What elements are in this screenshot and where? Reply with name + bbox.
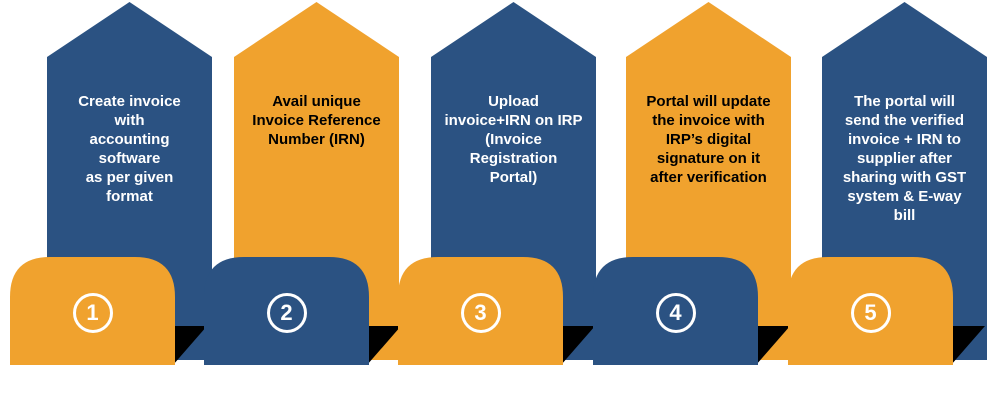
- step-1-number-badge: 1: [72, 293, 113, 333]
- step-4-shadow: [756, 326, 790, 365]
- step-4-number-badge: 4: [655, 293, 696, 333]
- step-3-text: Upload invoice+IRN on IRP (Invoice Regis…: [444, 93, 583, 186]
- step-2-text: Avail unique Invoice Reference Number (I…: [252, 93, 381, 148]
- step-1-shadow: [173, 326, 207, 365]
- step-4-text: Portal will update the invoice with IRP’…: [646, 93, 771, 186]
- step-3-shadow: [561, 326, 595, 365]
- step-5-shadow: [951, 326, 985, 365]
- step-3-number-badge: 3: [460, 293, 501, 333]
- step-5-number-badge: 5: [850, 293, 891, 333]
- step-1-text: Create invoice with accounting software …: [78, 93, 181, 205]
- step-2-number-badge: 2: [266, 293, 307, 333]
- step-2-shadow: [367, 326, 401, 365]
- step-5-text: The portal will send the verified invoic…: [842, 93, 967, 224]
